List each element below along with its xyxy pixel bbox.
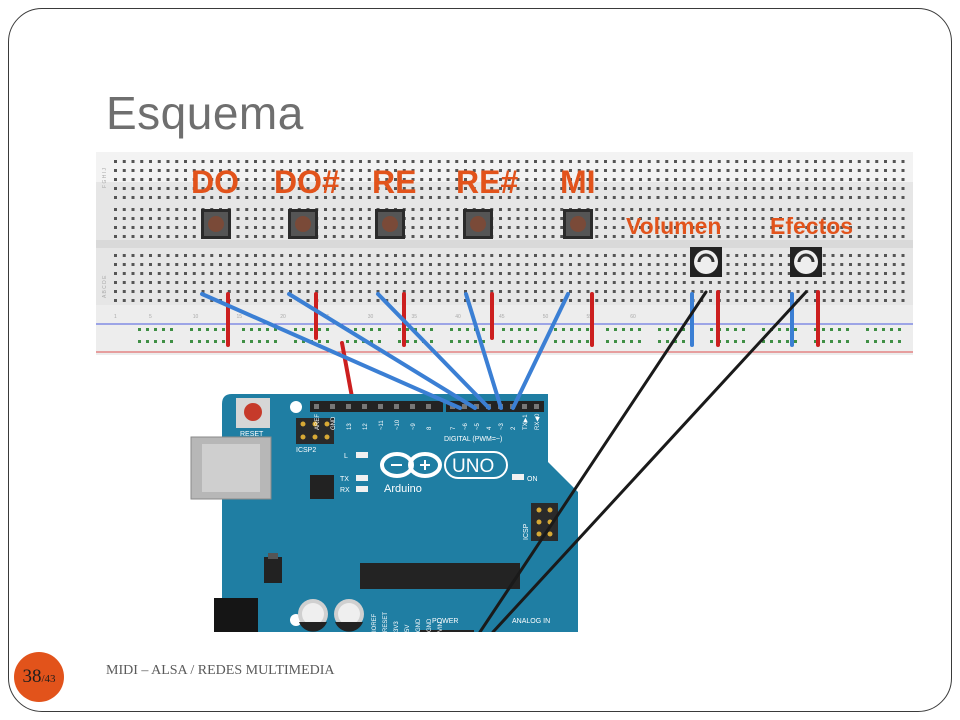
power-pin-label: GND xyxy=(416,618,422,632)
header-pin-label: AREF xyxy=(315,414,321,430)
page-total: /43 xyxy=(41,673,56,685)
page-number-badge: 38/43 xyxy=(14,652,64,702)
button-label-mi: MI xyxy=(560,164,596,200)
header-pin-label: 8 xyxy=(427,426,433,430)
button-label-do: DO xyxy=(191,164,239,200)
header-pin-label: 12 xyxy=(363,423,369,430)
red-wires xyxy=(226,290,820,410)
on-label: ON xyxy=(527,476,538,483)
reset-label: RESET xyxy=(240,431,264,438)
header-pin-label: 13 xyxy=(347,423,353,430)
led-label-rx: RX xyxy=(340,487,350,494)
potentiometer-efectos xyxy=(790,247,822,277)
icsp-label: ICSP xyxy=(523,523,530,540)
column-number: 55 xyxy=(587,314,593,320)
header-pin-label: RX◀0 xyxy=(535,413,541,430)
header-pin-label: ~3 xyxy=(499,422,505,430)
power-pin-label: 3V3 xyxy=(394,621,400,632)
header-pin-label: 2 xyxy=(511,426,517,430)
header-pin-label: ~11 xyxy=(379,420,385,430)
column-number: 1 xyxy=(114,314,117,320)
led-label-tx: TX xyxy=(340,476,349,483)
column-number: 35 xyxy=(412,314,418,320)
power-pin-label: VIN xyxy=(438,622,444,632)
icsp2-label: ICSP2 xyxy=(296,447,316,454)
arduino-brand: Arduino xyxy=(384,483,422,495)
blue-wires xyxy=(200,292,794,410)
power-pin-label: RESET xyxy=(383,612,389,632)
power-label: POWER xyxy=(432,618,458,625)
power-pin-labels: IOREF RESET 3V3 5V GND GND VIN xyxy=(372,612,444,632)
column-number: 5 xyxy=(149,314,152,320)
header-pin-label: GND xyxy=(331,416,337,430)
page-current: 38 xyxy=(22,666,42,687)
power-pin-label: 5V xyxy=(405,625,411,632)
pushbutton-re-sharp xyxy=(463,209,493,239)
row-letters-bottom: A B C D E xyxy=(102,275,108,298)
button-label-do-sharp: DO# xyxy=(274,164,340,200)
button-label-re: RE xyxy=(372,164,416,200)
black-wires xyxy=(478,290,808,632)
header-pin-label: 7 xyxy=(451,426,457,430)
pot-label-volumen: Volumen xyxy=(626,213,721,239)
header-pin-label: ~5 xyxy=(475,422,481,430)
header-pin-label: ~9 xyxy=(411,422,417,430)
pot-label-efectos: Efectos xyxy=(770,213,853,239)
power-pin-label: GND xyxy=(427,618,433,632)
column-number: 15 xyxy=(237,314,243,320)
header-pin-label: TX▶1 xyxy=(523,414,529,430)
column-number: 20 xyxy=(280,314,286,320)
header-pin-label: ~6 xyxy=(463,422,469,430)
potentiometer-volumen xyxy=(690,247,722,277)
led-label-l: L xyxy=(344,453,348,460)
row-letters-top: F G H I J xyxy=(102,168,108,189)
column-number: 50 xyxy=(543,314,549,320)
pushbutton-mi xyxy=(563,209,593,239)
slide-footer: MIDI – ALSA / REDES MULTIMEDIA xyxy=(106,663,335,678)
column-number: 40 xyxy=(455,314,461,320)
column-number: 30 xyxy=(368,314,374,320)
column-number: 60 xyxy=(630,314,636,320)
power-pin-label: IOREF xyxy=(372,613,378,632)
header-pin-label: 4 xyxy=(487,426,493,430)
pushbutton-re xyxy=(375,209,405,239)
arduino-logo xyxy=(380,452,442,478)
digital-pin-labels: AREF GND 13 12 ~11 ~10 ~9 8 7 ~6 ~5 4 ~3 2 TX▶1 RX◀0 xyxy=(315,413,541,430)
header-pin-label: ~10 xyxy=(395,419,401,430)
arduino-model: UNO xyxy=(452,456,494,477)
column-number: 45 xyxy=(499,314,505,320)
digital-label: DIGITAL (PWM=~) xyxy=(444,436,502,443)
pushbutton-do-sharp xyxy=(288,209,318,239)
column-number: 10 xyxy=(193,314,199,320)
pushbutton-do xyxy=(201,209,231,239)
button-label-re-sharp: RE# xyxy=(456,164,518,200)
slide-title: Esquema xyxy=(106,87,304,139)
analog-label: ANALOG IN xyxy=(512,618,550,625)
